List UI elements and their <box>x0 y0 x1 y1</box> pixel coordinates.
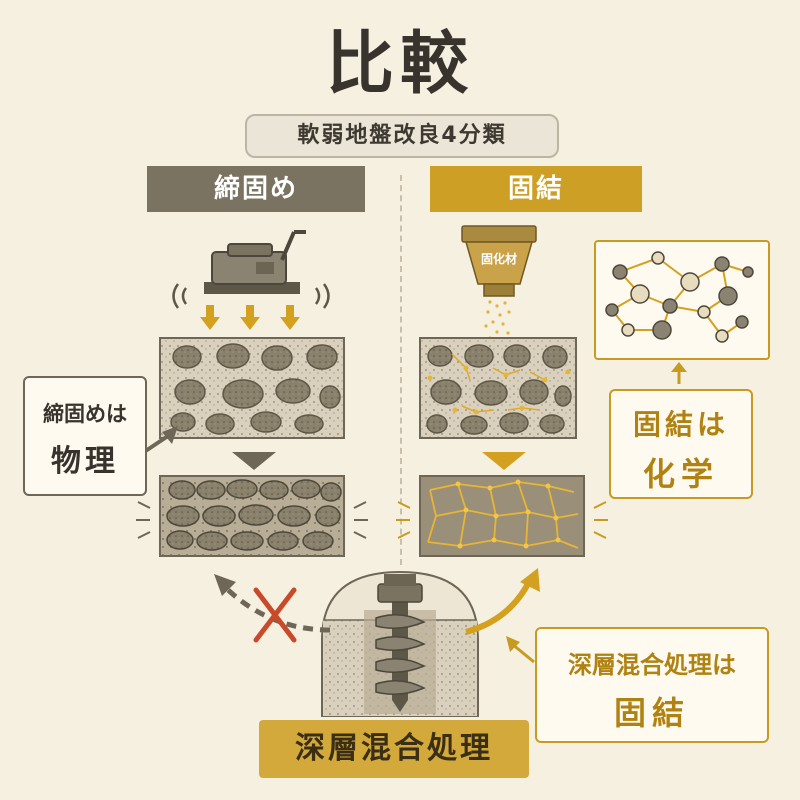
solidification-header: 固結 <box>430 166 642 212</box>
physical-callout: 締固めは 物理 <box>23 376 147 496</box>
callout-text: 物理 <box>51 444 119 479</box>
hopper-label: 固化材 <box>480 252 517 266</box>
up-arrow-icon <box>671 362 687 384</box>
callout-text: 固結は <box>632 408 729 441</box>
callout-text: 深層混合処理は <box>568 651 736 679</box>
center-divider <box>400 175 402 565</box>
accepted-arrow-icon <box>465 568 540 635</box>
plate-compactor-icon <box>172 230 330 309</box>
down-triangle-icon <box>232 452 276 470</box>
treated-soil-box <box>419 337 577 439</box>
page-title: 比較 <box>325 25 474 104</box>
compacted-soil-box <box>136 475 368 557</box>
molecule-network-icon <box>605 251 754 343</box>
chemical-callout: 固結は 化学 <box>609 389 753 499</box>
callout-arrow-icon <box>142 426 178 454</box>
callout-arrow-icon <box>506 636 535 664</box>
auger-icon <box>321 570 479 717</box>
down-triangle-icon <box>482 452 526 470</box>
callout-text: 固結 <box>613 694 690 732</box>
deep-mixing-label: 深層混合処理 <box>259 720 529 778</box>
loose-soil-box <box>159 337 345 439</box>
compaction-header: 締固め <box>147 166 365 212</box>
deep-mixing-callout: 深層混合処理は 固結 <box>535 627 769 743</box>
hopper-icon <box>461 225 537 297</box>
pressure-arrows-icon <box>200 305 300 330</box>
x-mark-icon <box>253 587 297 643</box>
solidified-soil-box <box>396 475 608 557</box>
callout-text: 化学 <box>642 455 719 493</box>
particle-stream <box>484 300 511 340</box>
molecule-box <box>594 240 770 360</box>
subtitle-badge: 軟弱地盤改良4分類 <box>245 114 559 158</box>
callout-text: 締固めは <box>43 402 127 426</box>
